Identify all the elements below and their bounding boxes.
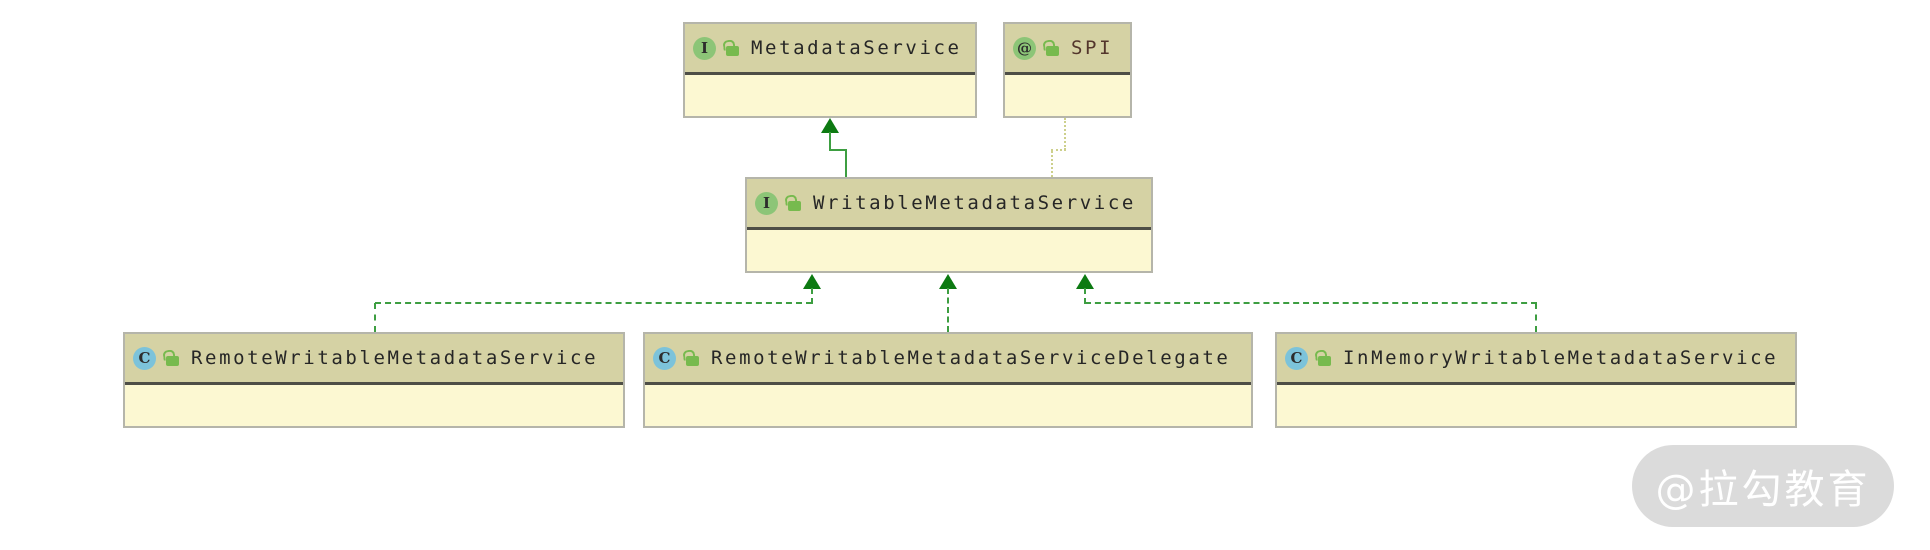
- implements-arrowhead: [1076, 274, 1094, 289]
- public-lock-open-icon: [784, 194, 801, 212]
- node-header: C RemoteWritableMetadataService: [125, 334, 623, 385]
- watermark-text: @拉勾教育: [1655, 467, 1871, 513]
- node-metadata-service[interactable]: I MetadataService: [683, 22, 977, 118]
- annotation-edge-segment: [1051, 151, 1053, 177]
- implements-arrowhead: [939, 274, 957, 289]
- implements-edge-segment: [947, 288, 949, 332]
- node-title: WritableMetadataService: [813, 192, 1136, 214]
- implements-edge-segment: [374, 303, 376, 332]
- annotation-icon: @: [1013, 36, 1036, 60]
- class-icon: C: [653, 346, 676, 370]
- node-title: RemoteWritableMetadataServiceDelegate: [711, 347, 1231, 369]
- public-lock-open-icon: [162, 349, 179, 367]
- node-header: @ SPI: [1005, 24, 1130, 75]
- node-title: RemoteWritableMetadataService: [191, 347, 599, 369]
- class-icon: C: [1285, 346, 1308, 370]
- public-lock-open-icon: [1314, 349, 1331, 367]
- implements-edge-segment: [1085, 302, 1537, 304]
- node-header: C InMemoryWritableMetadataService: [1277, 334, 1795, 385]
- node-writable-metadata-service[interactable]: I WritableMetadataService: [745, 177, 1153, 273]
- implements-arrowhead: [803, 274, 821, 289]
- node-members-empty: [125, 385, 623, 425]
- public-lock-open-icon: [722, 39, 739, 57]
- watermark-badge: @拉勾教育: [1632, 445, 1894, 527]
- class-icon: C: [133, 346, 156, 370]
- node-members-empty: [685, 75, 975, 115]
- implements-edge-segment: [1084, 288, 1086, 304]
- extends-edge-segment: [845, 149, 847, 177]
- node-members-empty: [1005, 75, 1130, 115]
- interface-icon: I: [755, 191, 778, 215]
- extends-edge-segment: [829, 149, 847, 151]
- node-spi[interactable]: @ SPI: [1003, 22, 1132, 118]
- public-lock-open-icon: [682, 349, 699, 367]
- node-members-empty: [747, 230, 1151, 270]
- node-header: I MetadataService: [685, 24, 975, 75]
- implements-edge-segment: [375, 302, 812, 304]
- node-remote-writable-metadata-service-delegate[interactable]: C RemoteWritableMetadataServiceDelegate: [643, 332, 1253, 428]
- interface-icon: I: [693, 36, 716, 60]
- node-header: C RemoteWritableMetadataServiceDelegate: [645, 334, 1251, 385]
- extends-arrowhead: [821, 118, 839, 133]
- node-members-empty: [1277, 385, 1795, 425]
- public-lock-open-icon: [1042, 39, 1059, 57]
- node-remote-writable-metadata-service[interactable]: C RemoteWritableMetadataService: [123, 332, 625, 428]
- node-title: InMemoryWritableMetadataService: [1343, 347, 1779, 369]
- implements-edge-segment: [811, 288, 813, 304]
- annotation-edge-segment: [1064, 118, 1066, 150]
- node-title: MetadataService: [751, 37, 962, 59]
- annotation-edge-segment: [1051, 149, 1066, 151]
- node-members-empty: [645, 385, 1251, 425]
- extends-edge-segment: [829, 132, 831, 151]
- node-in-memory-writable-metadata-service[interactable]: C InMemoryWritableMetadataService: [1275, 332, 1797, 428]
- implements-edge-segment: [1535, 303, 1537, 332]
- node-header: I WritableMetadataService: [747, 179, 1151, 230]
- node-title: SPI: [1071, 37, 1114, 59]
